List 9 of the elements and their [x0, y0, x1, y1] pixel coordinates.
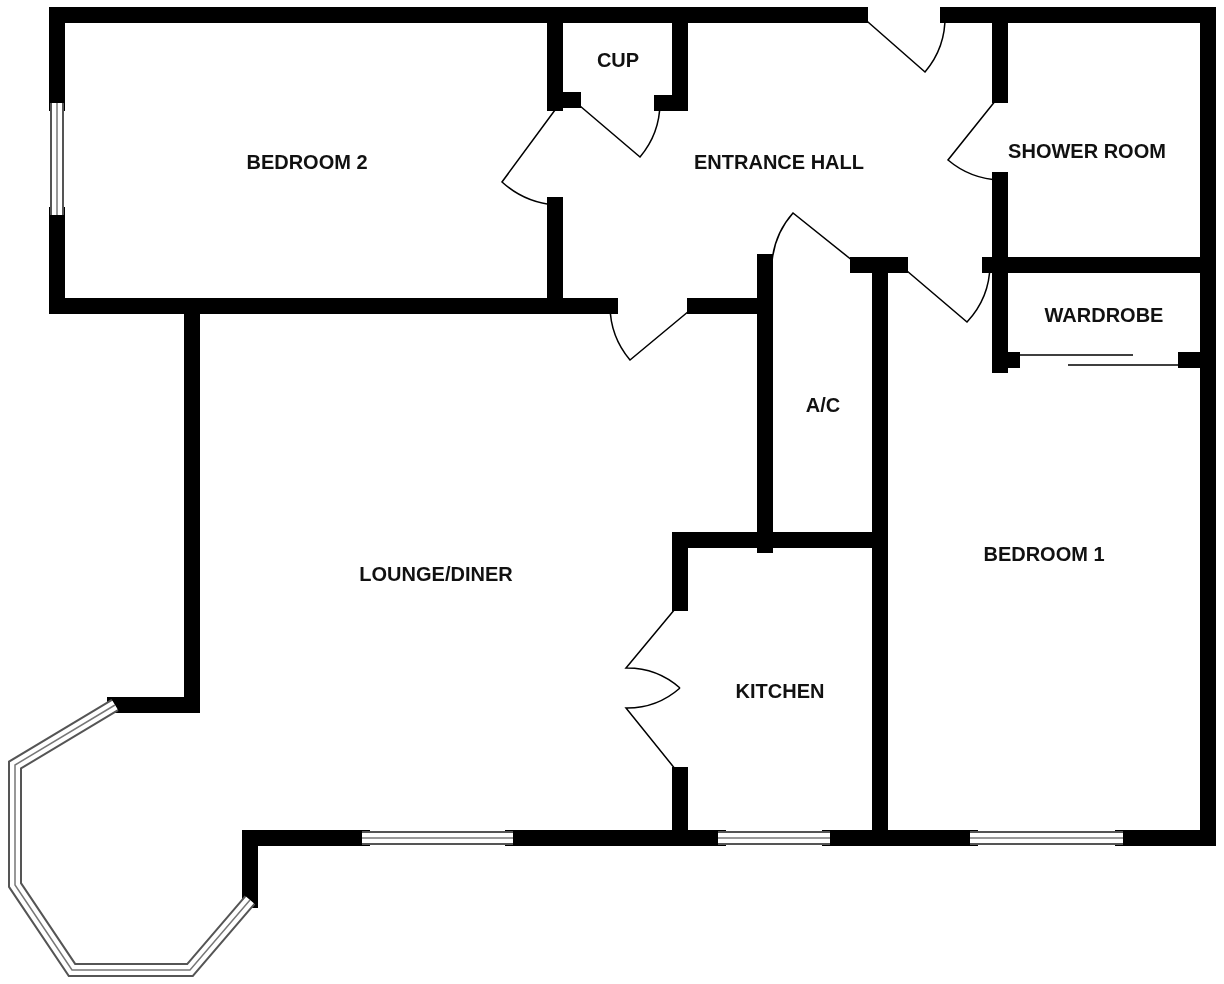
room-label: SHOWER ROOM [1008, 139, 1166, 163]
room-label: LOUNGE/DINER [359, 562, 513, 586]
room-label: A/C [805, 393, 841, 417]
room-label: BEDROOM 1 [983, 542, 1105, 566]
room-label: BEDROOM 2 [246, 150, 368, 174]
room-label: ENTRANCE HALL [694, 150, 864, 174]
room-label: CUP [596, 48, 640, 72]
room-label: WARDROBE [1044, 303, 1164, 327]
room-label: KITCHEN [735, 679, 825, 703]
